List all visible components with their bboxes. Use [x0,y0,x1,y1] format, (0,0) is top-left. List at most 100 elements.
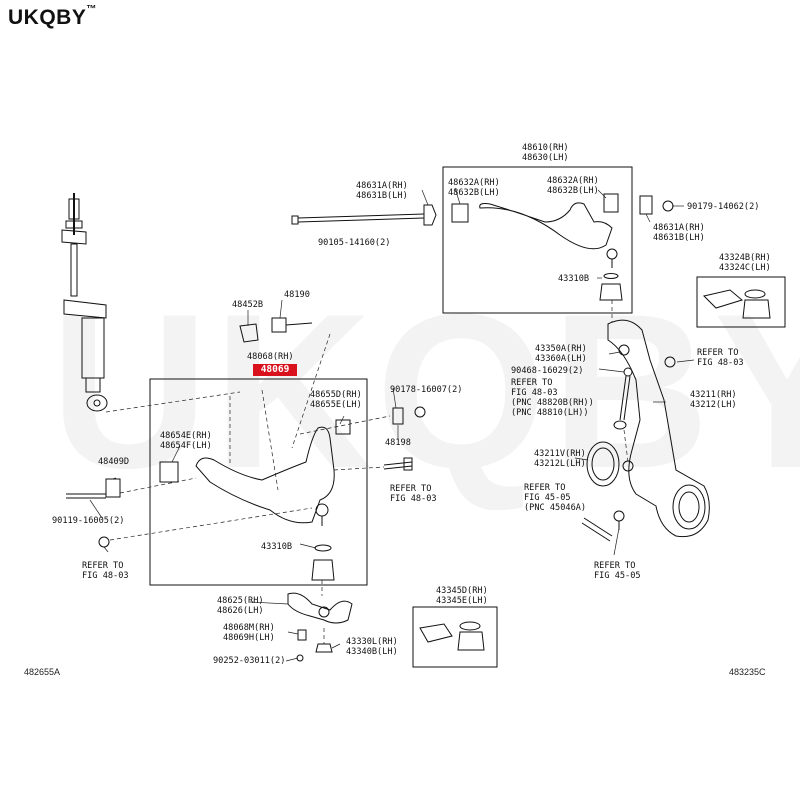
upper-arm-box [442,166,633,314]
label-line: FIG 45-05 [594,571,641,581]
nut-90179 [662,200,674,212]
lower-arm-box [149,378,368,586]
label-line: REFER TO [82,561,124,571]
ref-code-right: 483235C [729,667,766,677]
label-48632a: 48632A(RH)48632B(LH) [448,178,500,198]
label-line: 43340B(LH) [346,647,398,657]
label-48198: 48198 [385,438,411,448]
label-line: 43212(LH) [690,400,737,410]
bushing-kit-upper [703,289,771,319]
label-line: 48198 [385,438,411,448]
nut-43330 [315,643,333,653]
label-43330: 43330L(RH)43340B(LH) [346,637,398,657]
label-line: REFER TO [524,483,566,493]
label-line: FIG 45-05 [524,493,571,503]
label-line: 48626(LH) [217,606,264,616]
label-line: 48068M(RH) [223,623,275,633]
washer-48198 [392,407,404,425]
label-line: 48632B(LH) [547,186,599,196]
label-line: 48654E(RH) [160,431,212,441]
label-48632b: 48632A(RH)48632B(LH) [547,176,599,196]
cam-48409 [105,478,121,498]
label-48068: 48068(RH) [247,352,294,362]
label-line: 48631A(RH) [653,223,705,233]
label-48654: 48654E(RH)48654F(LH) [160,431,212,451]
label-48631b: 48631A(RH)48631B(LH) [653,223,705,243]
label-line: REFER TO [594,561,636,571]
label-48190: 48190 [284,290,310,300]
label-line: 48631B(LH) [653,233,705,243]
label-48625: 48625(RH)48626(LH) [217,596,264,616]
shock-absorber [61,193,108,412]
cam-washer-left [423,204,437,226]
label-48631a: 48631A(RH)48631B(LH) [356,181,408,201]
label-line: 43350A(RH) [535,344,587,354]
label-line: 43345E(LH) [436,596,488,606]
label-line: 48409D [98,457,130,467]
label-90105: 90105-14160(2) [318,238,390,248]
label-43350: 43350A(RH)43360A(LH) [535,344,587,364]
label-line: 90468-16029(2) [511,366,584,376]
label-line: 90105-14160(2) [318,238,391,248]
bushing-kit-box-upper [696,276,786,328]
label-line: 48655E(LH) [310,400,362,410]
label-48610: 48610(RH)48630(LH) [522,143,569,163]
label-line: 48632B(LH) [448,188,500,198]
label-43211: 43211(RH)43212(LH) [690,390,737,410]
label-43310b-lower: 43310B [261,542,292,552]
brand-logo: UKQBY™ [8,4,97,29]
label-90252: 90252-03011(2) [213,656,285,666]
label-line: 90178-16007(2) [390,385,463,395]
label-48655: 48655D(RH)48655E(LH) [310,390,362,410]
label-43310b-upper: 43310B [558,274,589,284]
label-line: 90252-03011(2) [213,656,286,666]
label-43211v: 43211V(RH)43212L(LH) [534,449,586,469]
label-line: FIG 48-03 [511,388,558,398]
label-line: (PNC 48810(LH)) [511,408,589,418]
label-line: 48631A(RH) [356,181,408,191]
label-line: 48631B(LH) [356,191,408,201]
bolt-head [403,457,413,471]
watermark: UKQBY™ [50,265,800,518]
upper-control-arm [451,193,623,301]
label-48068m: 48068M(RH)48069H(LH) [223,623,275,643]
dust-seal [586,441,620,487]
label-line: 43212L(LH) [534,459,586,469]
label-90119: 90119-16005(2) [52,516,124,526]
label-line: FIG 48-03 [82,571,129,581]
label-line: 43310B [261,542,293,552]
label-line: (PNC 48820B(RH)) [511,398,594,408]
label-line: 48630(LH) [522,153,569,163]
label-line: 43330L(RH) [346,637,398,647]
label-43345: 43345D(RH)43345E(LH) [436,586,488,606]
cam-48190 [271,317,287,333]
label-line: 90179-14062(2) [687,202,760,212]
label-line: 90119-16005(2) [52,516,125,526]
label-90179: 90179-14062(2) [687,202,759,212]
label-line: REFER TO [697,348,739,358]
label-line: 43310B [558,274,590,284]
label-line: REFER TO [511,378,553,388]
label-48409d: 48409D [98,457,129,467]
label-line: 48190 [284,290,310,300]
label-line: 43324B(RH) [719,253,771,263]
label-line: 48069H(LH) [223,633,275,643]
label-line: REFER TO [390,484,432,494]
long-bolt [291,213,425,225]
bolt-48068m [297,629,307,641]
stopper-48452 [239,323,259,343]
bushing-kit-box-lower [412,606,498,668]
label-90178: 90178-16007(2) [390,385,462,395]
label-line: 48610(RH) [522,143,569,153]
nut-90178 [414,406,426,418]
label-line: 48452B [232,300,264,310]
label-line: (PNC 45046A) [524,503,587,513]
label-line: 43345D(RH) [436,586,488,596]
label-line: 48654F(LH) [160,441,212,451]
label-line: 48655D(RH) [310,390,362,400]
